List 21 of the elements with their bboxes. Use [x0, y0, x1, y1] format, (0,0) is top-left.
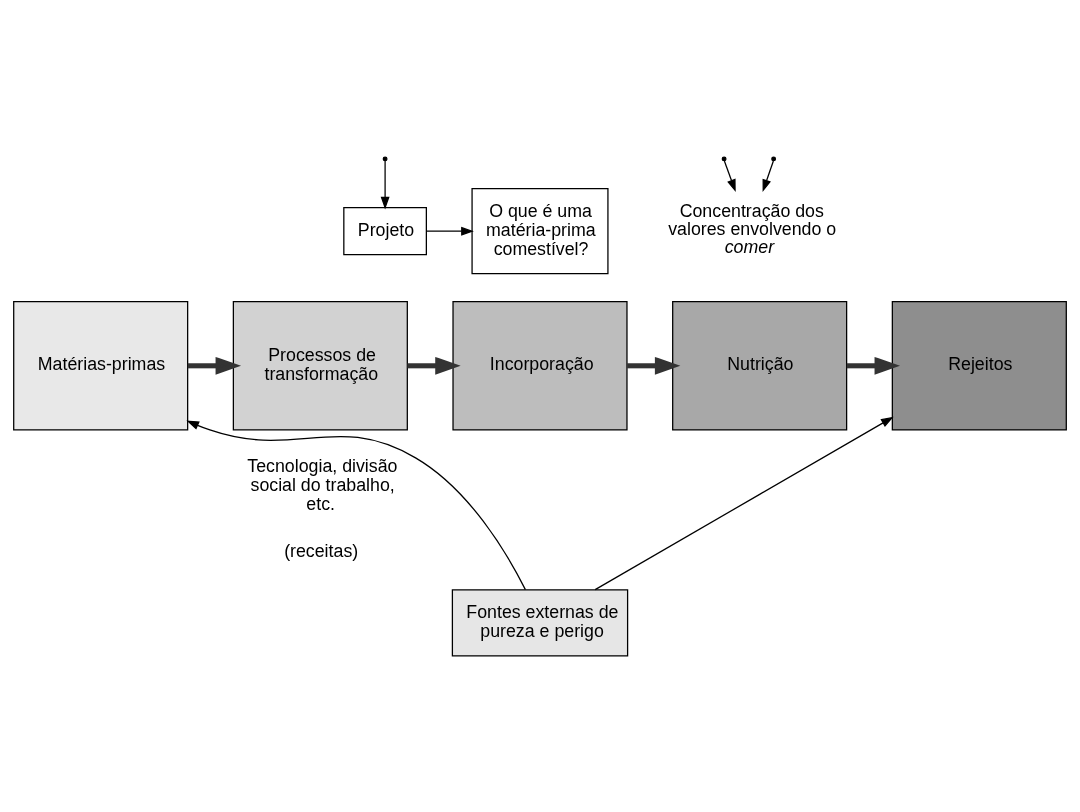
arrow	[846, 356, 900, 375]
node-box: Fontes externas de pureza e perigo	[451, 588, 629, 657]
node-box: Projeto	[343, 206, 427, 255]
node-label: (receitas)	[284, 540, 359, 561]
arrow	[762, 159, 774, 192]
arrow	[186, 419, 527, 590]
arrow	[723, 159, 736, 192]
arrow	[380, 159, 390, 210]
node-box: Rejeitos	[891, 300, 1067, 431]
node-box: Matérias-primas	[13, 300, 189, 431]
node-box: Nutrição	[672, 300, 848, 431]
node-box: O que é uma matéria-prima comestível?	[471, 187, 609, 274]
arrow	[594, 416, 894, 590]
node-box: Processos de transformação	[232, 300, 408, 431]
arrow	[426, 226, 474, 236]
arrow	[407, 356, 461, 375]
node-text: Concentração dos valores envolvendo o comer	[668, 200, 837, 257]
node-label: Tecnologia, divisão social do trabalho, etc.	[247, 455, 398, 514]
node-box: Incorporação	[452, 300, 628, 431]
arrow	[627, 356, 681, 375]
arrow	[187, 356, 242, 375]
